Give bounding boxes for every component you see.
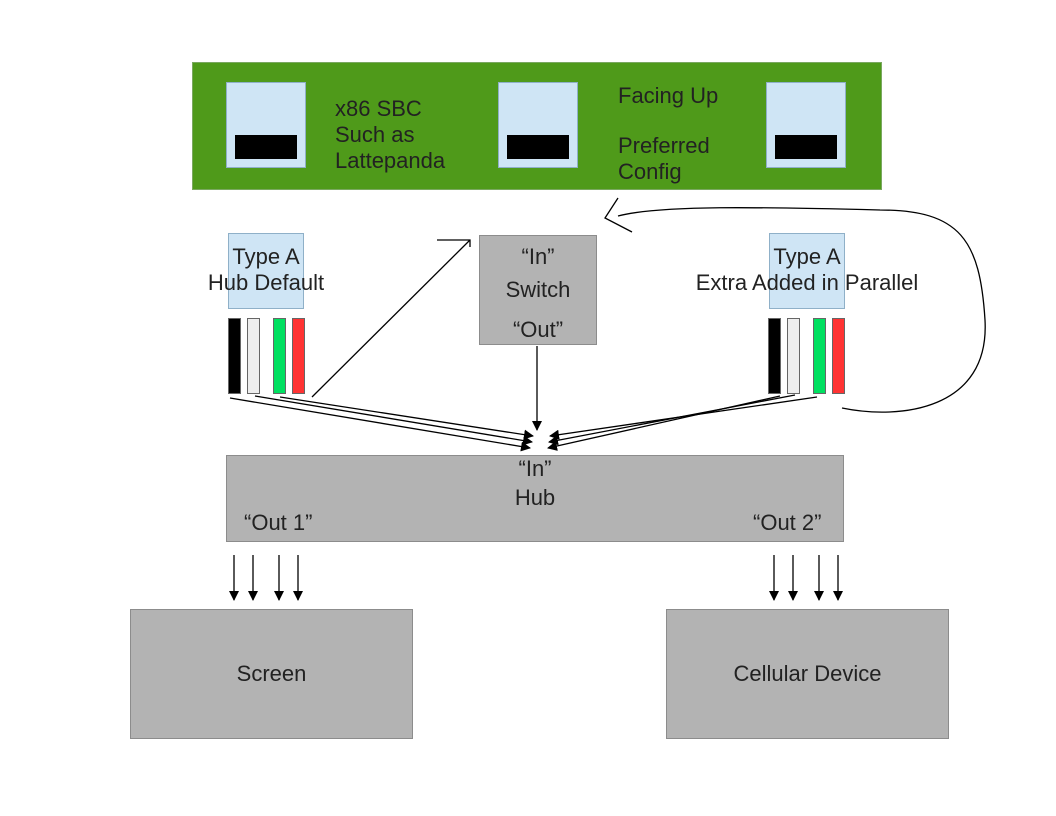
switch-open-arrowhead xyxy=(437,239,471,247)
right-red-feedback-curve xyxy=(617,206,986,413)
hub-out1-label: “Out 1” xyxy=(244,510,313,535)
screen-box xyxy=(130,609,413,739)
usb-port-2 xyxy=(498,82,578,168)
board-config-line-1: Preferred xyxy=(618,133,710,158)
left-wire-green xyxy=(273,318,286,394)
board-config-line-2: Config xyxy=(618,159,682,184)
right-type-a-plug xyxy=(769,233,845,309)
screen-label: Screen xyxy=(236,661,307,686)
usb-port-slot xyxy=(235,135,297,159)
feedback-open-arrowhead xyxy=(604,197,633,233)
left-wire-black xyxy=(228,318,241,394)
left-connector-label: Type A Hub Default xyxy=(196,244,336,296)
board-config: Preferred Config xyxy=(618,133,710,185)
hub-box xyxy=(226,455,844,542)
usb-port-slot xyxy=(775,135,837,159)
switch-name-label: Switch xyxy=(505,277,571,302)
usb-port-3 xyxy=(766,82,846,168)
right-connector-line-1: Type A xyxy=(773,244,841,269)
left-type-a-plug xyxy=(228,233,304,309)
board-title: x86 SBC Such as Lattepanda xyxy=(335,96,445,174)
right-wire-arrow-3 xyxy=(549,396,818,440)
right-wire-arrow-1 xyxy=(547,395,781,451)
left-wire-white xyxy=(247,318,260,394)
hub-out2-label: “Out 2” xyxy=(753,510,822,535)
left-wire-arrow-1 xyxy=(229,397,531,452)
left-wire-arrow-3 xyxy=(279,396,534,440)
switch-out-label: “Out” xyxy=(512,317,564,342)
right-wire-red xyxy=(832,318,845,394)
left-wire-arrow-2 xyxy=(254,395,533,446)
board-title-line-3: Lattepanda xyxy=(335,148,446,173)
usb-port-slot xyxy=(507,135,569,159)
board-title-line-1: x86 SBC xyxy=(335,96,422,121)
switch-box xyxy=(479,235,597,345)
board-orientation: Facing Up xyxy=(618,83,719,108)
right-connector-label: Type A Extra Added in Parallel xyxy=(672,244,942,296)
right-wire-green xyxy=(813,318,826,394)
cellular-device-label: Cellular Device xyxy=(733,661,882,686)
left-wire-red xyxy=(292,318,305,394)
right-wire-black xyxy=(768,318,781,394)
hub-name-label: Hub xyxy=(514,485,556,510)
left-connector-line-2: Hub Default xyxy=(207,270,325,295)
switch-in-label: “In” xyxy=(521,244,555,269)
right-wire-white xyxy=(787,318,800,394)
board-title-line-2: Such as xyxy=(335,122,415,147)
left-red-to-switch xyxy=(311,239,471,398)
left-connector-line-1: Type A xyxy=(232,244,300,269)
right-connector-line-2: Extra Added in Parallel xyxy=(695,270,919,295)
usb-port-1 xyxy=(226,82,306,168)
hub-in-label: “In” xyxy=(518,456,552,481)
cellular-device-box xyxy=(666,609,949,739)
